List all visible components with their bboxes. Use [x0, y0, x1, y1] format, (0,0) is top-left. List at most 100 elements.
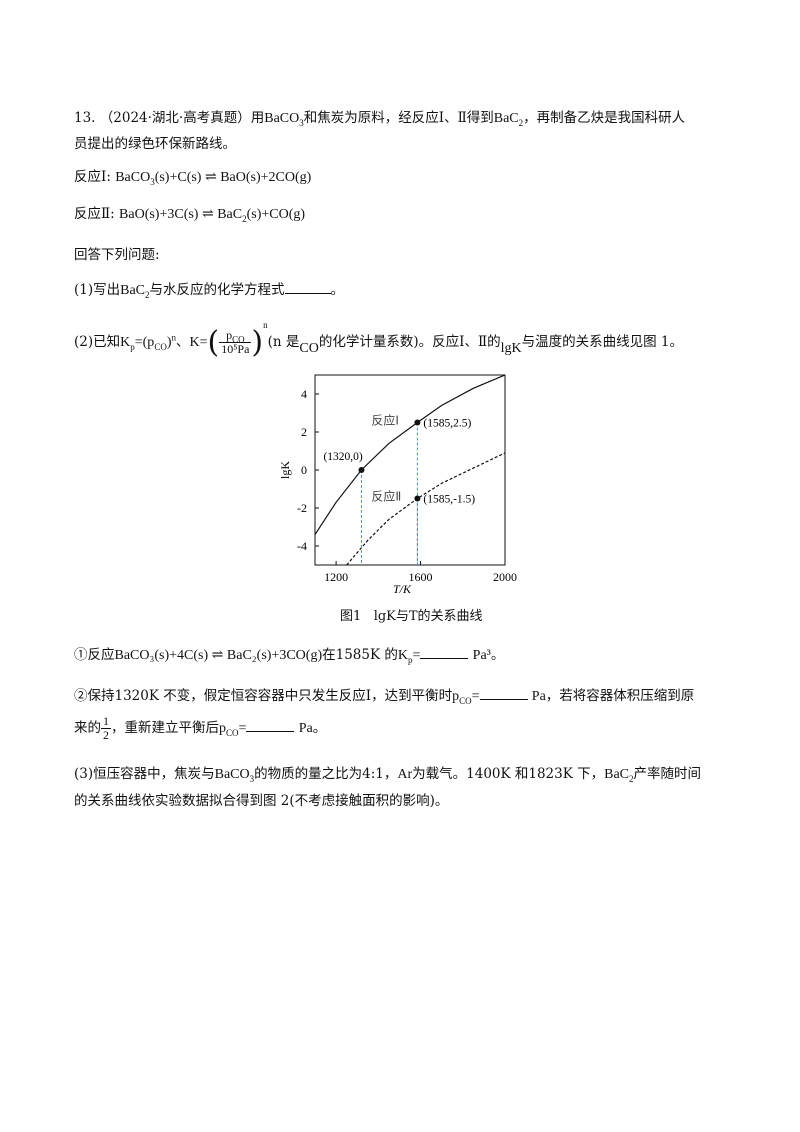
formula-text: =(p: [134, 335, 155, 350]
kp-expression: Kp=(pCO)n: [120, 332, 177, 352]
formula-text: ): [166, 335, 172, 350]
text: 的物质的量之比为4:1，: [254, 766, 398, 782]
formula-text: =: [471, 689, 480, 704]
equilibrium-arrow: ⇌: [204, 170, 217, 185]
sub-question-1: (1)写出BaC2与水反应的化学方程式。: [74, 280, 740, 301]
formula-text: p: [452, 689, 460, 704]
kp-symbol: Kp=: [397, 648, 421, 665]
y-tick-label: 4: [301, 387, 307, 401]
formula-text: BaCO: [264, 111, 300, 126]
curve-label-1: 反应Ⅰ: [371, 413, 399, 428]
formula-bac2: BaC2: [493, 111, 524, 128]
formula-text: (s)+C(s): [154, 170, 202, 185]
figure-caption: 图1 lgK与T的关系曲线: [340, 605, 483, 624]
formula-text: p: [219, 721, 226, 736]
curve-label-2: 反应Ⅱ: [371, 489, 401, 504]
text: 产率随时间: [633, 766, 702, 782]
text: 。: [490, 647, 505, 663]
answer-blank[interactable]: [246, 719, 295, 732]
y-tick-label: -2: [297, 501, 307, 515]
formula-lgk: lgK: [500, 341, 522, 356]
y-tick-label: 2: [301, 425, 307, 439]
formula-text: BaO(s)+3C(s): [119, 207, 199, 222]
formula-baco3: BaCO3: [264, 111, 304, 128]
x-axis-label: T/K: [393, 582, 412, 596]
text: 为载气。1400K 和1823K 下，: [412, 766, 605, 782]
text: 的化学计量系数)。反应Ⅰ、Ⅱ的: [318, 334, 501, 350]
subscript: p: [130, 341, 135, 352]
formula-baco3: BaCO3: [214, 767, 255, 784]
text: (n 是: [267, 334, 300, 350]
question-source: （2024·湖北·高考真题）: [99, 110, 251, 126]
y-tick-label: 0: [301, 463, 307, 477]
data-point: [358, 467, 365, 473]
data-point: [414, 419, 421, 426]
text: 来的: [74, 720, 101, 736]
text: 。: [312, 720, 327, 736]
unit: Pa³: [472, 648, 491, 663]
paren: (: [207, 324, 220, 360]
formula-text: BaC: [120, 283, 146, 298]
pco-symbol: pCO=: [219, 721, 247, 738]
answer-blank[interactable]: [420, 646, 469, 659]
unit: Pa: [531, 689, 546, 704]
formula-text: K: [397, 648, 408, 663]
subscript: CO: [226, 727, 239, 738]
formula-text: =: [238, 721, 247, 736]
question-number: 13.: [74, 110, 96, 126]
text: 用: [250, 110, 265, 126]
formula-text: (s)+CO(g): [246, 207, 306, 222]
formula-text: BaO(s)+2CO(g): [220, 170, 312, 185]
reaction-formula: BaO(s)+3C(s) ⇌ BaC2(s)+CO(g): [119, 207, 306, 224]
text: 在1585K 的: [322, 647, 398, 663]
formula-bac2: BaC2: [120, 283, 150, 300]
sub-question-3-line1: (3)恒压容器中，焦炭与BaCO3的物质的量之比为4:1，Ar为载气。1400K…: [74, 764, 740, 785]
answer-blank[interactable]: [284, 281, 331, 294]
text: 。: [330, 282, 345, 298]
text: 、: [176, 334, 190, 350]
fraction-denominator: 2: [103, 728, 109, 742]
superscript: n: [171, 332, 177, 343]
subscript: p: [407, 654, 413, 665]
answer-blank[interactable]: [479, 687, 528, 700]
formula-text: BaC: [604, 767, 629, 782]
formula-co: CO: [299, 341, 319, 356]
reaction-formula: BaCO₃(s)+4C(s) ⇌ BaC₂(s)+3CO(g): [114, 648, 323, 663]
text: 和焦炭为原料，经反应Ⅰ、Ⅱ得到: [303, 110, 494, 126]
text: ②保持1320K 不变，假定恒容容器中只发生反应Ⅰ，达到平衡时: [74, 688, 453, 704]
data-point: [414, 495, 421, 502]
y-axis-label: lgK: [278, 461, 292, 479]
x-tick-label: 2000: [493, 570, 517, 584]
reaction-label: 反应Ⅰ:: [74, 169, 111, 185]
y-tick-label: -4: [297, 539, 307, 553]
point-label: (1585,-1.5): [423, 494, 475, 506]
equilibrium-arrow: ⇌: [201, 207, 214, 222]
fraction-numerator: 1: [101, 714, 111, 729]
formula-bac2: BaC2: [604, 767, 634, 784]
subscript: CO: [154, 341, 167, 352]
unit: Pa: [298, 721, 313, 736]
fraction-numerator: pCO: [219, 328, 252, 344]
formula-text: BaC: [217, 207, 243, 222]
sub-question-3-line2: 的关系曲线依实验数据拟合得到图 2(不考虑接触面积的影响)。: [74, 793, 449, 809]
answer-intro: 回答下列问题:: [74, 247, 160, 263]
formula-text: BaCO: [214, 767, 250, 782]
reaction-formula: BaCO3(s)+C(s) ⇌ BaO(s)+2CO(g): [115, 170, 312, 187]
sub-question-circ2-line1: ②保持1320K 不变，假定恒容容器中只发生反应Ⅰ，达到平衡时pCO= Pa，若…: [74, 686, 740, 707]
text: (3)恒压容器中，焦炭与: [74, 766, 215, 782]
text: 与水反应的化学方程式: [149, 282, 285, 298]
sub-question-circ1: ①反应BaCO₃(s)+4C(s) ⇌ BaC₂(s)+3CO(g)在1585K…: [74, 645, 740, 666]
subscript: CO: [459, 695, 472, 706]
formula-text: p: [226, 328, 233, 343]
text: ，若将容器体积压缩到原: [545, 688, 695, 704]
text: ，重新建立平衡后: [111, 720, 219, 736]
plot-frame: [314, 374, 506, 566]
question-13-line1: 13. （2024·湖北·高考真题）用BaCO3和焦炭为原料，经反应Ⅰ、Ⅱ得到B…: [74, 108, 740, 129]
caption-number: 图1: [340, 609, 362, 624]
text: (2)已知: [74, 334, 121, 350]
